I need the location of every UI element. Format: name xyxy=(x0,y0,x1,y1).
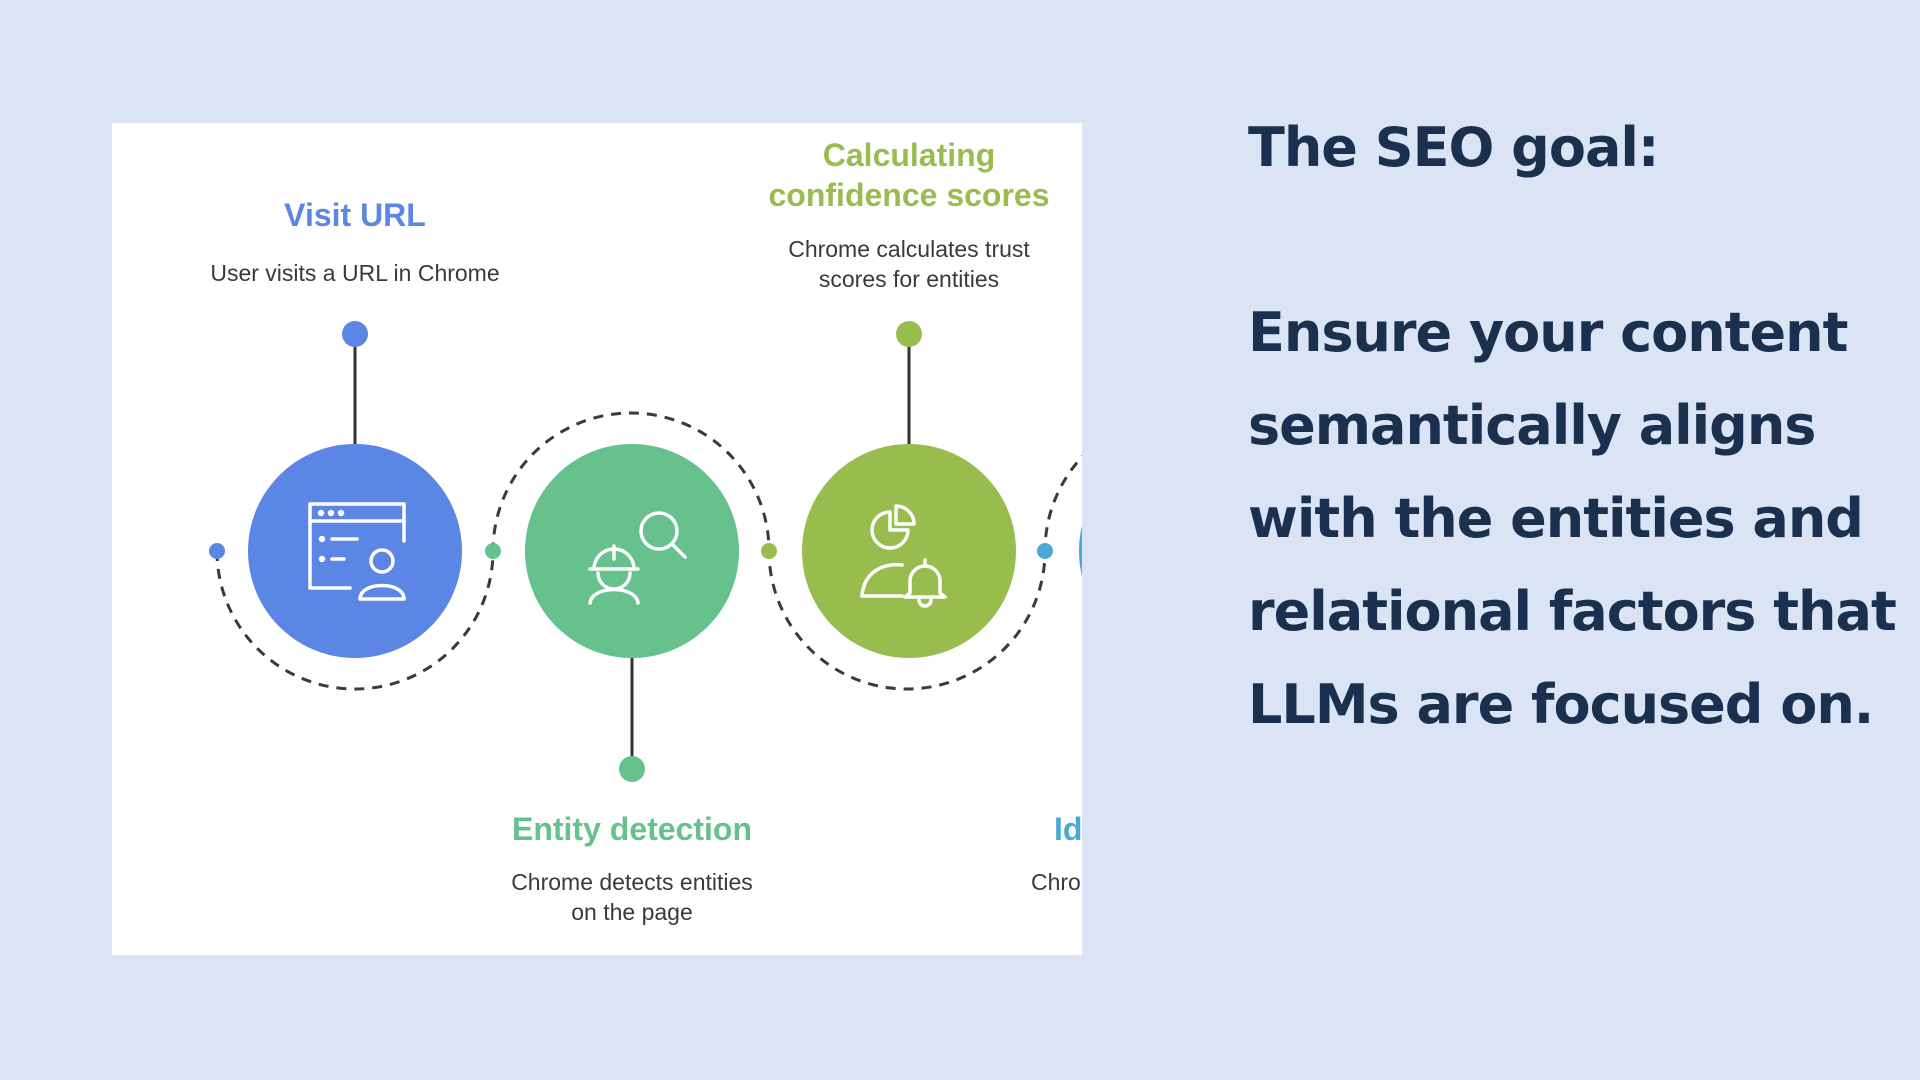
step-desc-partial: Chro xyxy=(1031,869,1081,895)
worker-search-icon xyxy=(588,511,687,605)
step-title-confidence: Calculating confidence scores xyxy=(768,137,1050,213)
junction-dot-1 xyxy=(485,543,501,559)
step-title-entity-detection: Entity detection xyxy=(511,811,752,847)
endpoint-dot-entity-detection xyxy=(619,756,645,782)
junction-dot-3 xyxy=(1037,543,1053,559)
step-title-visit-url: Visit URL xyxy=(284,197,426,233)
endpoint-dot-visit-url xyxy=(342,321,368,347)
step-circle-confidence xyxy=(802,444,1016,658)
step-circle-entity-detection xyxy=(525,444,739,658)
junction-dot-2 xyxy=(761,543,777,559)
diagram-panel: Visit URL User visits a URL in Chrome En… xyxy=(112,123,1082,955)
step-desc-confidence: Chrome calculates trust scores for entit… xyxy=(788,236,1030,292)
step-circle-partial xyxy=(1079,525,1082,577)
seo-goal-heading: The SEO goal: xyxy=(1248,116,1659,179)
chart-bell-icon xyxy=(860,504,947,608)
step-desc-entity-detection: Chrome detects entities on the page xyxy=(511,869,753,925)
endpoint-dot-confidence xyxy=(896,321,922,347)
browser-user-icon xyxy=(308,502,406,601)
seo-goal-body: Ensure your content semantically aligns … xyxy=(1248,301,1897,736)
seo-goal-text: The SEO goal: Ensure your content semant… xyxy=(1248,100,1908,751)
step-title-partial: Id xyxy=(1054,811,1082,847)
step-desc-visit-url: User visits a URL in Chrome xyxy=(210,260,500,286)
junction-dot-start xyxy=(209,543,225,559)
step-circle-visit-url xyxy=(248,444,462,658)
process-diagram xyxy=(209,321,1082,782)
